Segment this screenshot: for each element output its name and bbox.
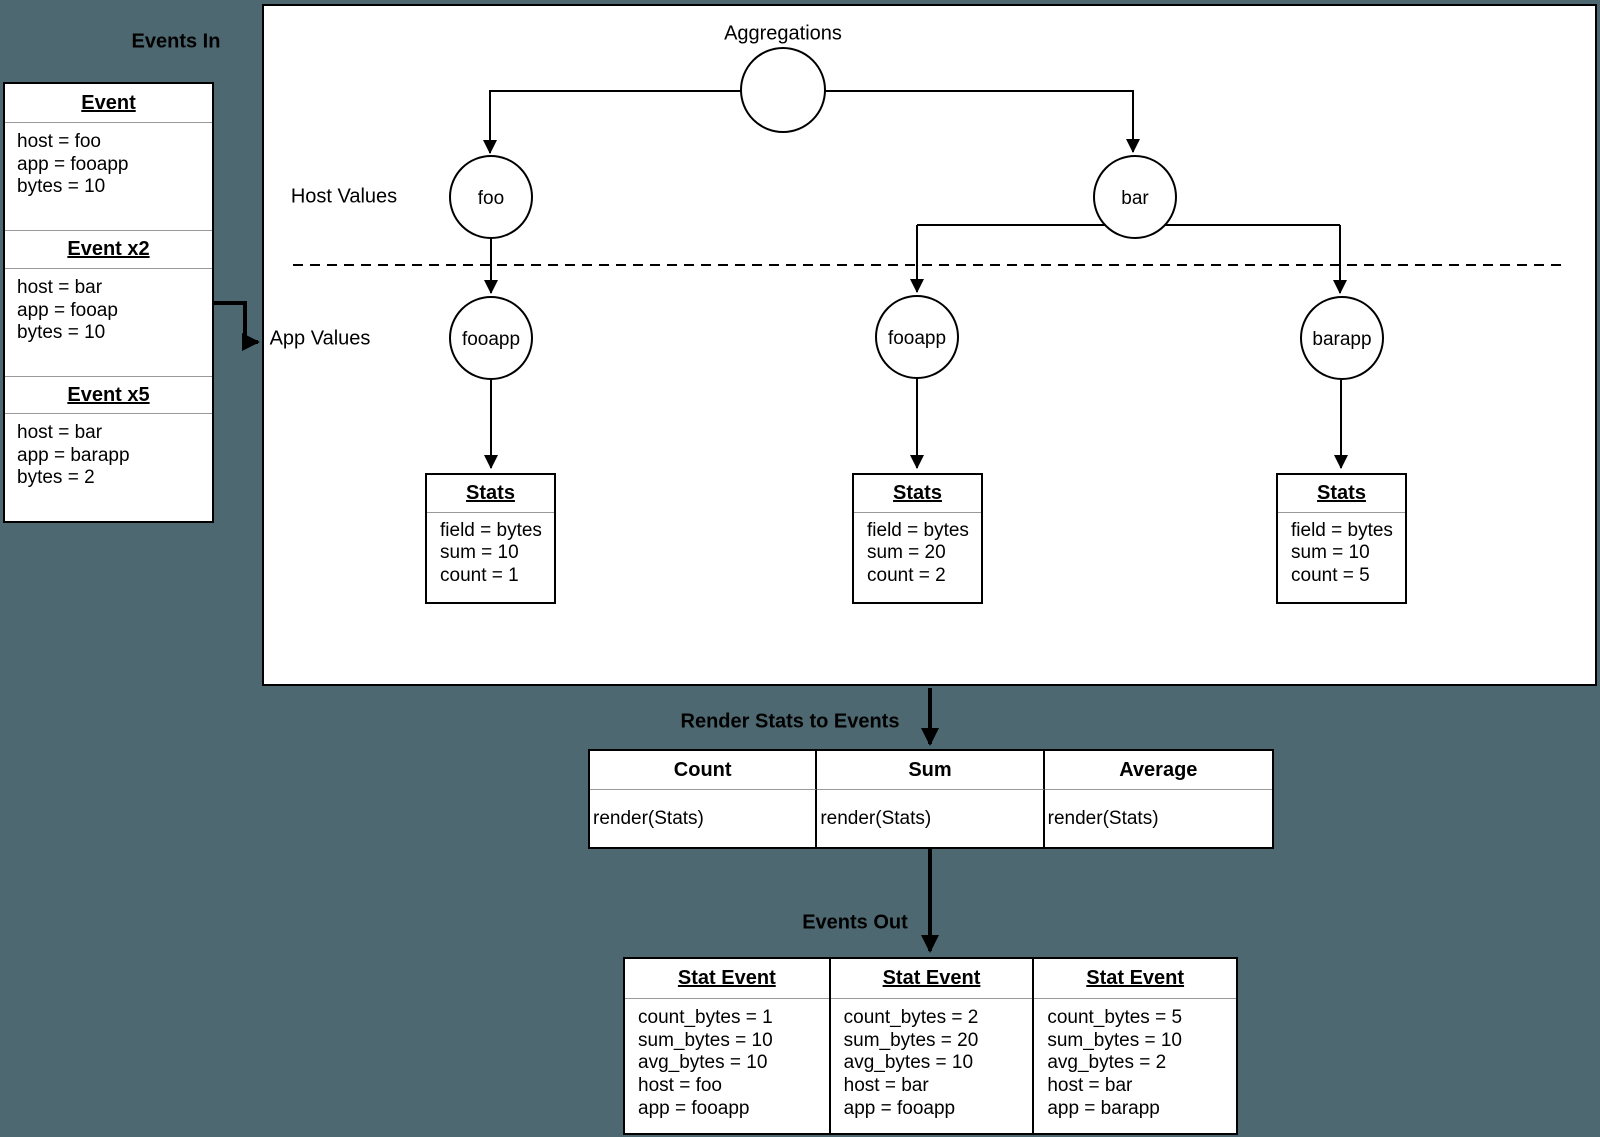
stats-title: Stats	[854, 475, 981, 513]
field-line: sum = 10	[440, 542, 519, 564]
aggregations-label: Aggregations	[724, 22, 842, 45]
stats-body: field = bytes sum = 10 count = 5	[1278, 513, 1405, 587]
events-out-label: Events Out	[802, 911, 908, 934]
field-line: app = fooapp	[638, 1097, 750, 1119]
field-line: field = bytes	[440, 520, 542, 541]
stat-event-title: Stat Event	[625, 959, 829, 999]
field-line: sum_bytes = 10	[1047, 1029, 1182, 1051]
stat-event-title: Stat Event	[1034, 959, 1236, 999]
stats-box-bar-barapp: Stats field = bytes sum = 10 count = 5	[1276, 473, 1407, 604]
field-line: app = barapp	[1047, 1097, 1160, 1119]
stats-title: Stats	[427, 475, 554, 513]
field-line: bytes = 2	[17, 467, 95, 488]
field-line: field = bytes	[867, 520, 969, 541]
app-values-label: App Values	[269, 327, 371, 350]
stat-event-body: count_bytes = 5 sum_bytes = 10 avg_bytes…	[1034, 999, 1236, 1121]
field-line: count_bytes = 5	[1047, 1007, 1183, 1028]
field-line: sum = 10	[1291, 542, 1370, 564]
events-in-box: Event host = foo app = fooapp bytes = 10…	[3, 82, 214, 523]
field-line: app = fooap	[17, 299, 118, 321]
field-line: host = foo	[17, 131, 101, 152]
field-line: avg_bytes = 10	[638, 1052, 768, 1074]
events-out-row: Stat Event count_bytes = 1 sum_bytes = 1…	[623, 957, 1238, 1135]
table-cell-sum: render(Stats)	[817, 790, 1045, 847]
event-section-title: Event x5	[5, 376, 212, 414]
table-header-average: Average	[1044, 751, 1272, 790]
stats-body: field = bytes sum = 10 count = 1	[427, 513, 554, 587]
field-line: app = fooapp	[843, 1097, 956, 1119]
field-line: count_bytes = 1	[638, 1007, 773, 1028]
render-stats-to-events-label: Render Stats to Events	[680, 710, 900, 733]
field-line: app = barapp	[17, 444, 130, 466]
stats-title: Stats	[1278, 475, 1405, 513]
field-line: host = bar	[1047, 1075, 1133, 1097]
event-section-body: host = foo app = fooapp bytes = 10	[5, 123, 212, 230]
event-section-body: host = bar app = fooap bytes = 10	[5, 269, 212, 376]
field-line: count = 1	[440, 564, 519, 586]
table-cell-count: render(Stats)	[590, 790, 818, 847]
field-line: avg_bytes = 2	[1047, 1052, 1167, 1074]
field-line: count = 5	[1291, 564, 1370, 586]
field-line: host = bar	[17, 422, 103, 443]
stat-event-body: count_bytes = 1 sum_bytes = 10 avg_bytes…	[625, 999, 829, 1121]
field-line: sum_bytes = 20	[843, 1029, 979, 1051]
field-line: host = bar	[843, 1075, 929, 1097]
connector-events-in-to-aggregations	[214, 301, 260, 351]
table-header-count: Count	[590, 751, 818, 790]
stat-event-box-1: Stat Event count_bytes = 1 sum_bytes = 1…	[625, 959, 829, 1133]
table-cell-average: render(Stats)	[1047, 807, 1159, 829]
field-line: app = fooapp	[17, 153, 129, 175]
stat-event-body: count_bytes = 2 sum_bytes = 20 avg_bytes…	[831, 999, 1033, 1121]
field-line: field = bytes	[1291, 520, 1393, 541]
render-stats-table: Count Sum Average render(Stats) render(S…	[588, 749, 1274, 849]
field-line: sum_bytes = 10	[638, 1029, 773, 1051]
field-line: bytes = 10	[17, 176, 106, 197]
stats-box-foo-fooapp: Stats field = bytes sum = 10 count = 1	[425, 473, 556, 604]
stat-event-box-3: Stat Event count_bytes = 5 sum_bytes = 1…	[1032, 959, 1236, 1133]
field-line: count = 2	[867, 564, 946, 586]
stat-event-title: Stat Event	[830, 959, 1033, 999]
stats-box-bar-fooapp: Stats field = bytes sum = 20 count = 2	[852, 473, 983, 604]
table-header-sum: Sum	[817, 751, 1045, 790]
field-line: bytes = 10	[17, 322, 106, 343]
events-in-label: Events In	[131, 30, 221, 53]
field-line: count_bytes = 2	[843, 1007, 979, 1028]
field-line: host = bar	[17, 277, 103, 298]
field-line: host = foo	[638, 1075, 722, 1097]
stats-body: field = bytes sum = 20 count = 2	[854, 513, 981, 587]
field-line: sum = 20	[867, 542, 946, 564]
event-section-title: Event	[5, 84, 212, 123]
event-section-body: host = bar app = barapp bytes = 2	[5, 414, 212, 521]
field-line: avg_bytes = 10	[843, 1052, 974, 1074]
event-section-title: Event x2	[5, 230, 212, 269]
host-values-label: Host Values	[290, 185, 398, 208]
stat-event-box-2: Stat Event count_bytes = 2 sum_bytes = 2…	[828, 959, 1033, 1133]
